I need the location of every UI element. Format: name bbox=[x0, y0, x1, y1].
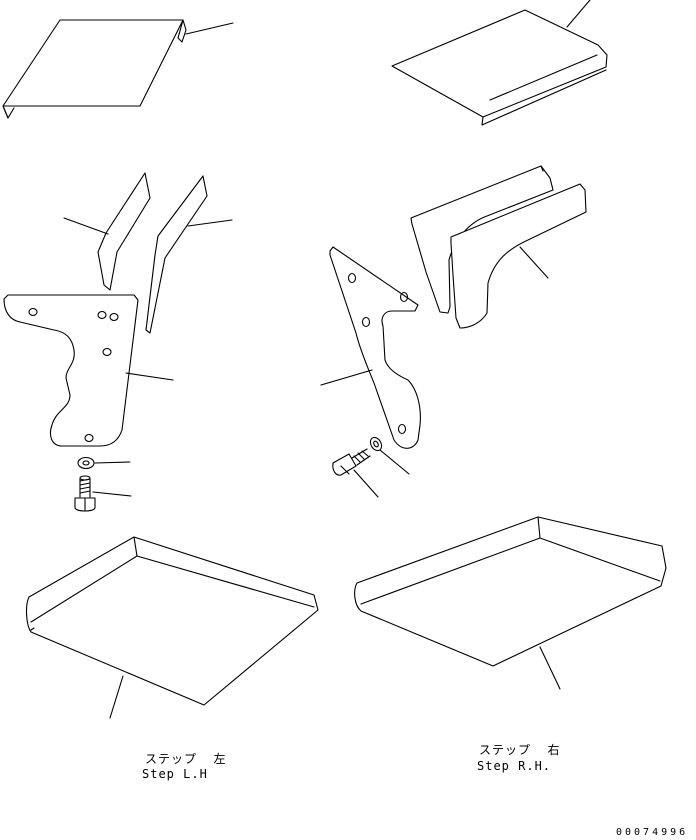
step-lh-label-en: Step L.H bbox=[142, 767, 208, 781]
leader-line bbox=[94, 461, 131, 464]
leader-line bbox=[320, 369, 373, 386]
step-rh-label-en: Step R.H. bbox=[477, 759, 552, 773]
leader-line bbox=[566, 0, 591, 28]
step-lh-label-jp: ステップ 左 bbox=[145, 752, 227, 766]
leader-line bbox=[379, 449, 410, 475]
plate-right-b bbox=[450, 183, 587, 329]
cover-left bbox=[2, 19, 234, 119]
stay-left-b bbox=[145, 175, 233, 334]
stay-left-a bbox=[63, 172, 151, 291]
leader-line bbox=[109, 675, 124, 719]
leader-line bbox=[519, 246, 549, 279]
leader-line bbox=[353, 469, 379, 498]
leader-line bbox=[63, 217, 109, 235]
cover-right bbox=[391, 0, 608, 126]
drawing-code: 00074996 bbox=[616, 827, 689, 838]
bracket-left bbox=[3, 294, 174, 447]
leader-line bbox=[92, 491, 132, 497]
step-left bbox=[26, 536, 319, 719]
washer-left bbox=[77, 456, 131, 470]
bracket-right bbox=[320, 246, 421, 449]
bolt-right bbox=[332, 448, 379, 498]
leader-line bbox=[185, 22, 234, 35]
leader-line bbox=[125, 372, 174, 381]
step-rh-label-jp: ステップ 右 bbox=[479, 743, 561, 757]
bolt-left bbox=[74, 475, 132, 512]
leader-line bbox=[187, 219, 233, 227]
leader-line bbox=[539, 646, 561, 690]
step-right bbox=[354, 516, 667, 690]
washer-right bbox=[369, 436, 410, 475]
